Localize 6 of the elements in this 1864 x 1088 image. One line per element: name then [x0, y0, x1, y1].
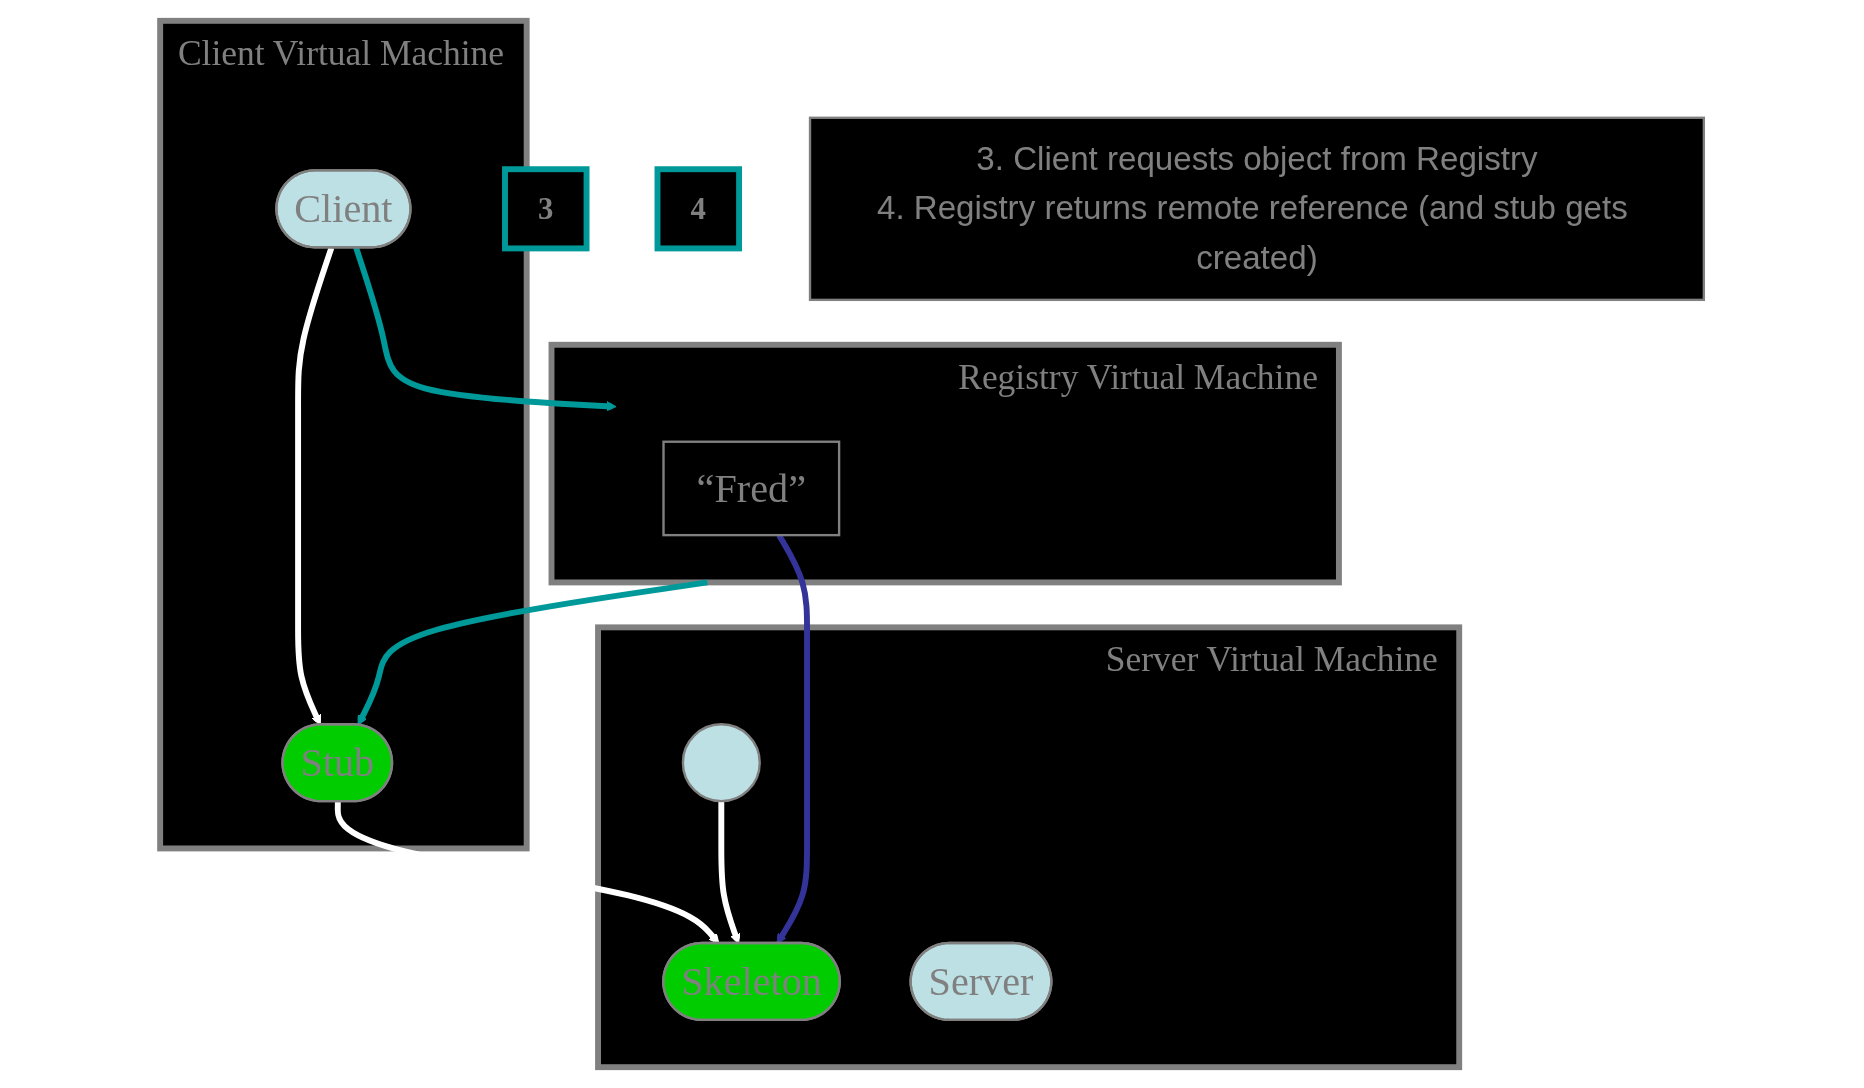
node-box: 4: [654, 166, 743, 252]
node-box: 3: [502, 166, 590, 252]
arrow: [357, 579, 708, 726]
node-circle: [681, 723, 761, 803]
node-box: 3. Client requests object from Registry 4. Registry returns remote reference (and stub gets created): [808, 116, 1706, 302]
node-box: “Fred”: [662, 440, 841, 537]
